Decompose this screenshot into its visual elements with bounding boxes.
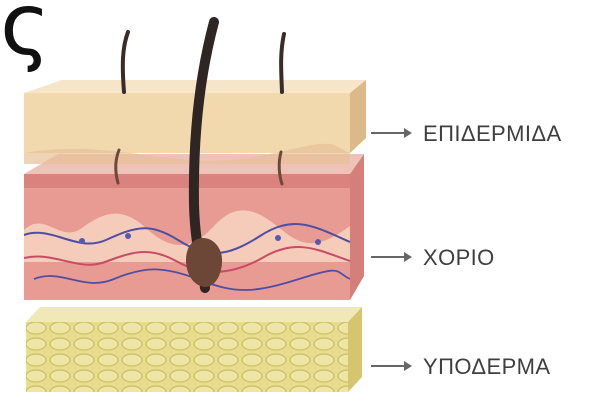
epidermis-label: ΕΠΙΔΕΡΜΙΔΑ [423, 121, 562, 147]
hypodermis-label: ΥΠΟΔΕΡΜΑ [423, 354, 550, 380]
hypodermis-arrow-head [404, 361, 412, 371]
dermis-arrow-head [404, 252, 412, 262]
hypodermis-layer [26, 307, 362, 392]
epidermis-arrow-head [404, 128, 412, 138]
dermis-label: ΧΟΡΙΟ [423, 245, 495, 271]
hypodermis-arrow-line [371, 365, 405, 367]
epidermis-arrow-line [371, 132, 405, 134]
dermis-arrow-line [371, 256, 405, 258]
